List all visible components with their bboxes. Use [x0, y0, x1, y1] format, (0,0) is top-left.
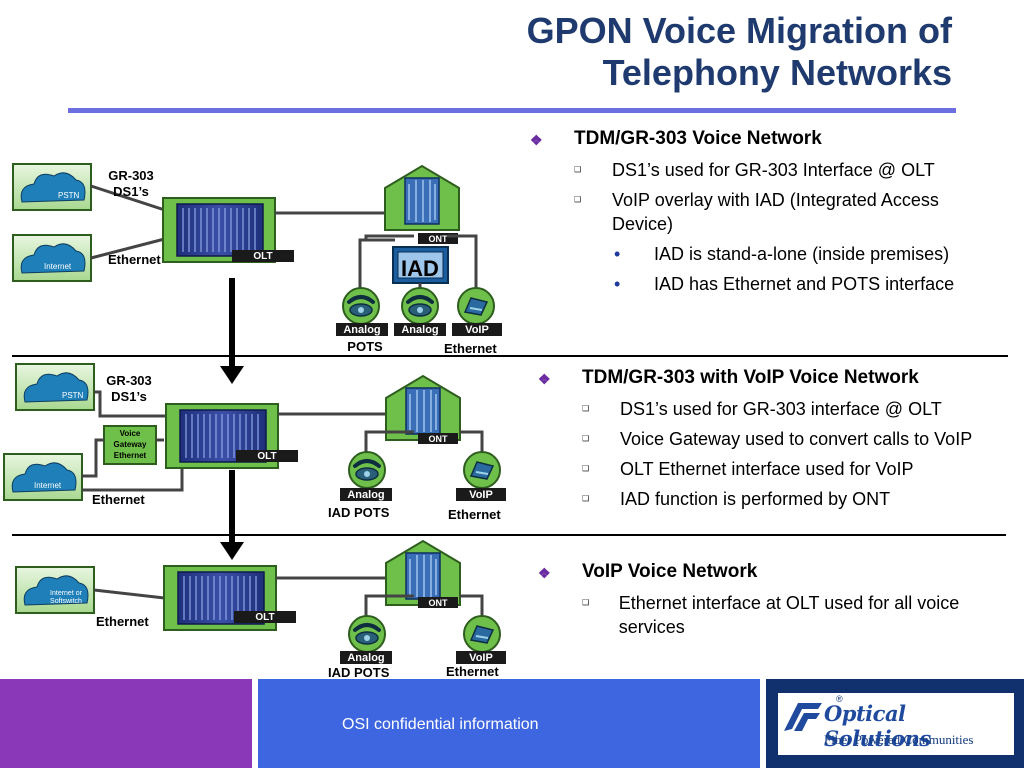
section-divider-2 — [12, 534, 1006, 536]
confidential-notice: OSI confidential information — [342, 716, 539, 733]
ethernet-label-2: Ethernet — [92, 492, 145, 507]
section-3-bullets: ❖VoIP Voice Network ❑Ethernet interface … — [536, 561, 1006, 645]
voip-ethernet-label-1: Ethernet — [444, 341, 497, 356]
voip-phone-1-icon — [457, 287, 495, 325]
network-3: Internet or Softswitch OLT ONT Analog Vo… — [15, 540, 506, 664]
voip-2-tag: VoIP — [469, 489, 493, 501]
voip-ethernet-label-2: Ethernet — [448, 507, 501, 522]
olt-2-label: OLT — [257, 451, 276, 462]
pstn-cloud-2-label: PSTN — [62, 391, 84, 400]
gr303-2-line1: GR-303 — [106, 373, 152, 388]
section-2-item-1: ❑DS1’s used for GR-303 interface @ OLT — [582, 399, 942, 419]
gateway-label-1: Voice — [120, 429, 141, 438]
internet-cloud-1: Internet — [12, 234, 92, 282]
section-1-item-2: ❑VoIP overlay with IAD (Integrated Acces… — [574, 190, 939, 234]
ont-2 — [385, 375, 461, 441]
internet-cloud-1-label: Internet — [44, 262, 72, 271]
slide-title: GPON Voice Migration of Telephony Networ… — [527, 10, 952, 94]
phone-1b-tag: Analog — [401, 324, 438, 336]
section-3-item-1: ❑Ethernet interface at OLT used for all … — [582, 593, 960, 637]
section-3-heading: ❖VoIP Voice Network — [538, 561, 758, 582]
gr303-2-line2: DS1’s — [111, 389, 147, 404]
gateway-label-3: Ethernet — [114, 451, 147, 460]
voip-1-tag: VoIP — [465, 324, 489, 336]
section-1-item-1: ❑DS1’s used for GR-303 Interface @ OLT — [574, 160, 935, 180]
title-line-2: Telephony Networks — [602, 52, 952, 93]
section-1-heading: ❖TDM/GR-303 Voice Network — [530, 128, 822, 149]
pstn-cloud-1-label: PSTN — [58, 191, 80, 200]
section-2-heading: ❖TDM/GR-303 with VoIP Voice Network — [538, 367, 919, 388]
network-2: PSTN Internet Voice Gateway Ethernet OLT… — [3, 363, 506, 501]
voip-ethernet-label-3: Ethernet — [446, 664, 499, 679]
footer-purple-block — [0, 679, 252, 768]
phone-3-tag: Analog — [347, 652, 384, 664]
gr303-label-2: GR-303 DS1’s — [98, 373, 160, 405]
ethernet-label-3: Ethernet — [96, 614, 149, 629]
logo-tagline: Fiber Powered Communities — [824, 732, 974, 747]
title-line-1: GPON Voice Migration of — [526, 10, 952, 51]
olt-3-label: OLT — [255, 612, 274, 623]
voip-phone-2-icon — [463, 451, 501, 489]
voice-gateway: Voice Gateway Ethernet — [103, 425, 157, 465]
pots-label-1: POTS — [347, 339, 383, 354]
ont-1 — [384, 165, 460, 231]
softswitch-cloud: Internet or Softswitch — [15, 566, 95, 614]
softswitch-label-2: Softswitch — [50, 598, 82, 605]
gr303-1-line2: DS1’s — [113, 184, 149, 199]
title-underline — [68, 108, 956, 113]
company-logo: ® Optical Solutions Fiber Powered Commun… — [778, 693, 1014, 755]
section-2-item-2: ❑Voice Gateway used to convert calls to … — [582, 429, 973, 449]
internet-cloud-2: Internet — [3, 453, 83, 501]
section-divider-1 — [12, 355, 1008, 357]
voip-3-tag: VoIP — [469, 652, 493, 664]
footer-blue-block — [258, 679, 760, 768]
olt-1-label: OLT — [253, 251, 272, 262]
logo-registered-mark: ® — [836, 694, 843, 704]
analog-phone-2-icon — [347, 450, 387, 490]
section-1-bullets: ❖TDM/GR-303 Voice Network ❑DS1’s used fo… — [528, 128, 998, 302]
analog-phone-1b-icon — [400, 286, 440, 326]
analog-phone-3-icon — [347, 614, 387, 654]
voip-phone-3-icon — [463, 615, 501, 653]
pstn-cloud-2: PSTN — [15, 363, 95, 411]
section-2-bullets: ❖TDM/GR-303 with VoIP Voice Network ❑DS1… — [536, 367, 1022, 517]
pstn-cloud-1: PSTN — [12, 163, 92, 211]
section-2-item-3: ❑OLT Ethernet interface used for VoIP — [582, 459, 914, 479]
footer: OSI confidential information ® Optical S… — [0, 679, 1024, 768]
softswitch-label-1: Internet or — [50, 590, 83, 597]
section-2-item-4: ❑IAD function is performed by ONT — [582, 489, 891, 509]
ethernet-label-1: Ethernet — [108, 252, 161, 267]
ont-1-label: ONT — [429, 234, 449, 244]
section-1-subitem-2: •IAD has Ethernet and POTS interface — [614, 274, 955, 294]
logo-name: Optical Solutions — [824, 701, 931, 751]
ont-2-label: ONT — [429, 434, 449, 444]
section-1-subitem-1: •IAD is stand-a-lone (inside premises) — [614, 244, 950, 264]
ont-3-label: ONT — [429, 598, 449, 608]
gr303-label-1: GR-303 DS1’s — [100, 168, 162, 200]
pots-label-3: IAD POTS — [328, 665, 390, 680]
phone-2-tag: Analog — [347, 489, 384, 501]
phone-1a-tag: Analog — [343, 324, 380, 336]
logo-swoosh-icon — [784, 703, 822, 731]
pots-label-2: IAD POTS — [328, 505, 390, 520]
analog-phone-1a-icon — [341, 286, 381, 326]
network-1: PSTN Internet OLT ONT IAD Analog Analog … — [12, 163, 502, 336]
gr303-1-line1: GR-303 — [108, 168, 154, 183]
gateway-label-2: Gateway — [114, 440, 147, 449]
iad-label: IAD — [401, 256, 439, 281]
internet-cloud-2-label: Internet — [34, 481, 62, 490]
